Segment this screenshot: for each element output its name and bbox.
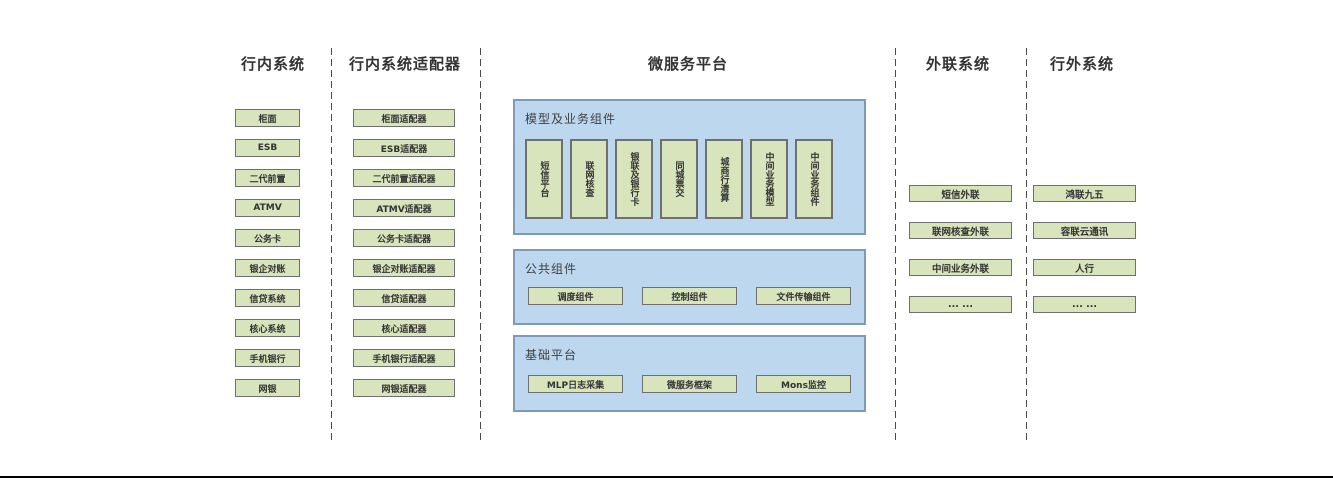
component-box: 中间业务模型 <box>750 139 788 219</box>
system-box: 二代前置 <box>235 169 300 187</box>
adapter-box: 核心适配器 <box>353 319 455 337</box>
component-box: 银联及银行卡 <box>615 139 653 219</box>
component-box: 城商行清算 <box>705 139 743 219</box>
ellipsis-box: ... ... <box>909 296 1012 313</box>
adapter-box: 手机银行适配器 <box>353 349 455 367</box>
system-box: 鸿联九五 <box>1033 185 1136 202</box>
column-title-outreach-systems: 外联系统 <box>925 55 990 73</box>
system-box: 联网核查外联 <box>909 222 1012 239</box>
component-box: MLP日志采集 <box>528 375 623 393</box>
adapter-box: ATMV适配器 <box>353 199 455 217</box>
adapter-box: 银企对账适配器 <box>353 259 455 277</box>
component-box: 联网核查 <box>570 139 608 219</box>
column-separator <box>480 48 481 443</box>
system-box: 公务卡 <box>235 229 300 247</box>
column-separator <box>1026 48 1027 443</box>
system-box: 手机银行 <box>235 349 300 367</box>
adapter-box: 柜面适配器 <box>353 109 455 127</box>
system-box: 柜面 <box>235 109 300 127</box>
component-box: 同城票交 <box>660 139 698 219</box>
system-box: 中间业务外联 <box>909 259 1012 276</box>
column-title-microservice-platform: 微服务平台 <box>647 55 728 73</box>
internal-systems-column: 柜面 ESB 二代前置 ATMV 公务卡 银企对账 信贷系统 核心系统 手机银行… <box>235 109 300 409</box>
outreach-systems-column: 短信外联 联网核查外联 中间业务外联 ... ... <box>909 185 1012 333</box>
panel-model-business-components: 模型及业务组件 短信平台 联网核查 银联及银行卡 同城票交 城商行清算 中间业务… <box>513 99 866 235</box>
system-box: 银企对账 <box>235 259 300 277</box>
panel-title: 公共组件 <box>525 262 578 276</box>
component-box: 调度组件 <box>528 287 623 305</box>
column-title-internal-systems: 行内系统 <box>240 55 305 73</box>
panel-common-components: 公共组件 调度组件 控制组件 文件传输组件 <box>513 249 866 325</box>
adapter-box: 公务卡适配器 <box>353 229 455 247</box>
panel-title: 基础平台 <box>525 348 578 362</box>
system-box: ATMV <box>235 199 300 217</box>
vertical-component-row: 短信平台 联网核查 银联及银行卡 同城票交 城商行清算 中间业务模型 中间业务组… <box>525 139 833 219</box>
component-box: 文件传输组件 <box>756 287 851 305</box>
column-separator <box>331 48 332 443</box>
adapter-box: 二代前置适配器 <box>353 169 455 187</box>
adapter-box: 信贷适配器 <box>353 289 455 307</box>
external-systems-column: 鸿联九五 容联云通讯 人行 ... ... <box>1033 185 1136 333</box>
column-title-internal-adapters: 行内系统适配器 <box>348 55 461 73</box>
column-separator <box>895 48 896 443</box>
column-title-external-systems: 行外系统 <box>1049 55 1114 73</box>
ellipsis-box: ... ... <box>1033 296 1136 313</box>
system-box: 信贷系统 <box>235 289 300 307</box>
component-row: MLP日志采集 微服务框架 Mons监控 <box>515 375 864 393</box>
component-box: 短信平台 <box>525 139 563 219</box>
panel-base-platform: 基础平台 MLP日志采集 微服务框架 Mons监控 <box>513 335 866 412</box>
component-box: 中间业务组件 <box>795 139 833 219</box>
component-row: 调度组件 控制组件 文件传输组件 <box>515 287 864 305</box>
adapter-box: 网银适配器 <box>353 379 455 397</box>
system-box: ESB <box>235 139 300 157</box>
component-box: 微服务框架 <box>642 375 737 393</box>
system-box: 短信外联 <box>909 185 1012 202</box>
system-box: 人行 <box>1033 259 1136 276</box>
component-box: 控制组件 <box>642 287 737 305</box>
panel-title: 模型及业务组件 <box>525 112 617 126</box>
system-box: 容联云通讯 <box>1033 222 1136 239</box>
system-box: 网银 <box>235 379 300 397</box>
internal-adapters-column: 柜面适配器 ESB适配器 二代前置适配器 ATMV适配器 公务卡适配器 银企对账… <box>353 109 455 409</box>
bottom-rule <box>0 476 1333 478</box>
system-box: 核心系统 <box>235 319 300 337</box>
component-box: Mons监控 <box>756 375 851 393</box>
adapter-box: ESB适配器 <box>353 139 455 157</box>
